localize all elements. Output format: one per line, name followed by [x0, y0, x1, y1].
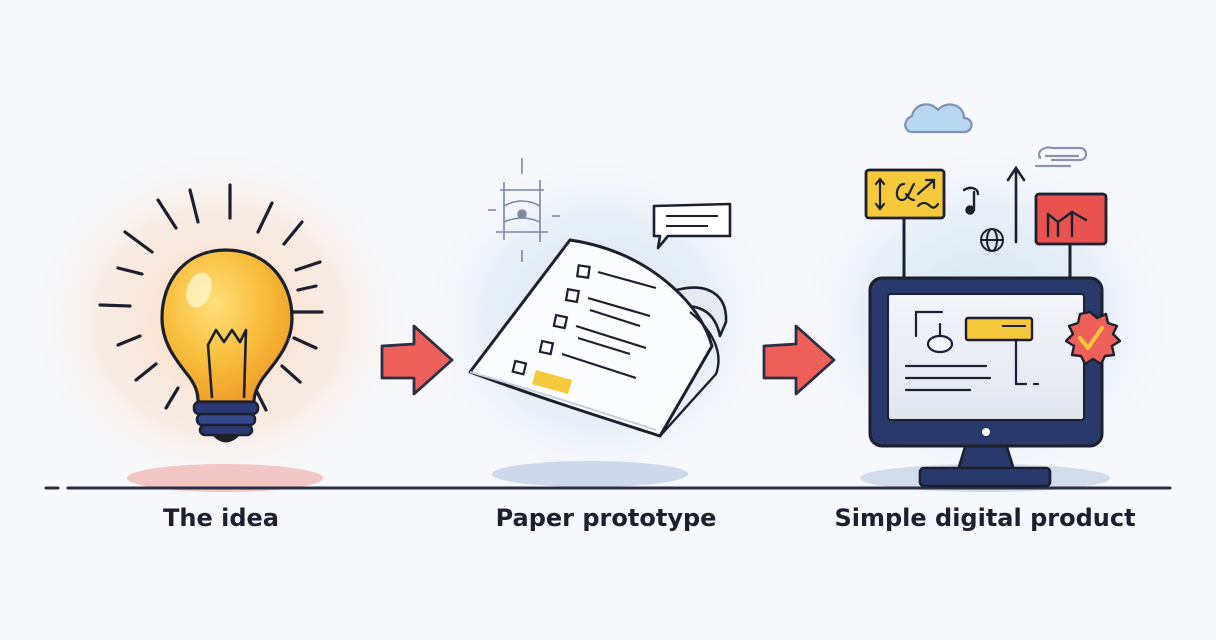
wireframe-sketch-icon [488, 158, 560, 262]
arrow-right-icon [380, 324, 454, 396]
check-badge-icon [1064, 310, 1122, 366]
message-lines-icon [1034, 146, 1088, 168]
music-note-icon [962, 186, 980, 215]
stage-label-paper-prototype: Paper prototype [495, 504, 717, 532]
arrow-right-icon [762, 324, 836, 396]
globe-icon [980, 228, 1004, 252]
stage-label-idea: The idea [163, 504, 279, 532]
speech-bubble-icon [652, 202, 732, 250]
idea-shadow [127, 464, 323, 492]
chart-card-icon [1034, 192, 1108, 282]
up-arrow-icon [1006, 165, 1026, 244]
paper-shadow [492, 461, 688, 487]
lightbulb-icon [98, 183, 324, 443]
cloud-icon [904, 103, 973, 134]
monitor-icon [868, 276, 1104, 488]
light-rays [98, 183, 324, 412]
stage-label-digital-product: Simple digital product [834, 504, 1136, 532]
formula-card-icon [864, 168, 946, 282]
paper-sheet-icon [468, 238, 728, 438]
